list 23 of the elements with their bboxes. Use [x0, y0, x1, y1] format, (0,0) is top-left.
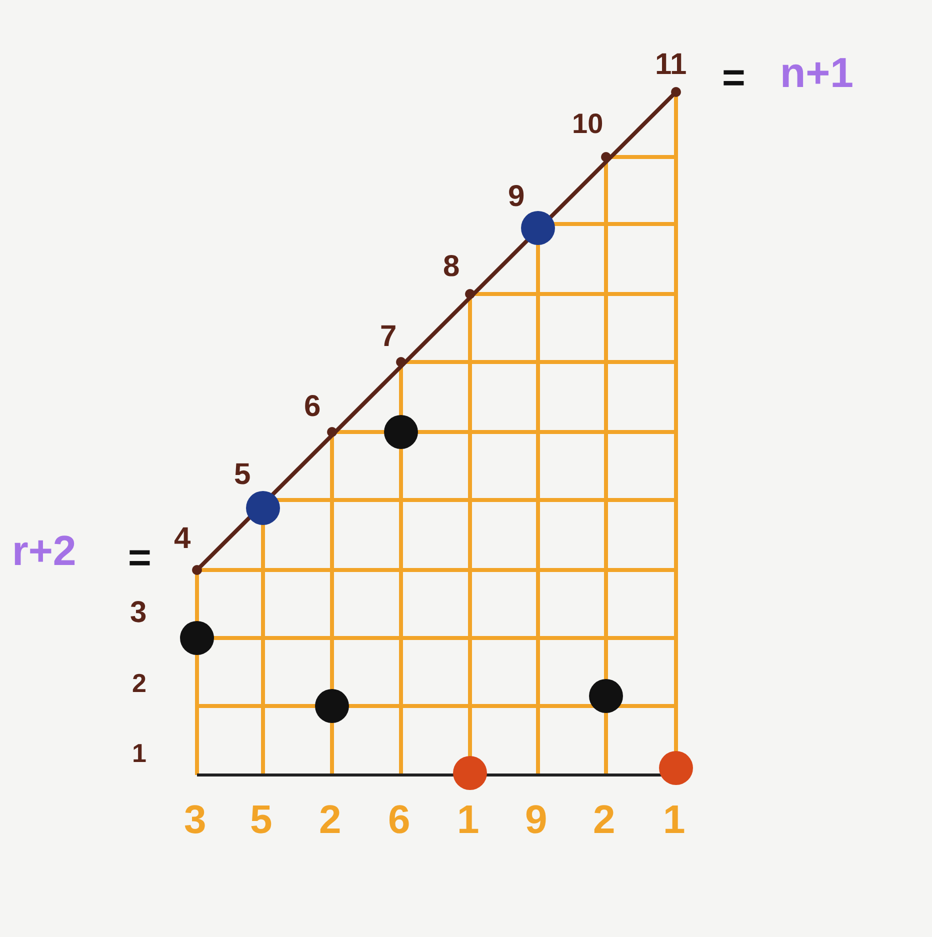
point-number: 10 — [572, 110, 604, 138]
equals-sign: = — [128, 538, 152, 578]
point-number: 11 — [655, 50, 687, 80]
point-number: 8 — [443, 252, 460, 282]
column-value: 2 — [593, 800, 616, 840]
point-number: 7 — [380, 322, 397, 352]
row-number: 3 — [130, 598, 147, 628]
point-number: 5 — [234, 460, 251, 490]
row-number: 1 — [132, 740, 146, 766]
row-number: 2 — [132, 670, 146, 696]
column-value: 5 — [250, 800, 272, 840]
point-number: 6 — [304, 392, 321, 422]
formula-label: r+2 — [12, 530, 76, 572]
point-number: 9 — [508, 182, 525, 212]
column-value: 2 — [319, 800, 342, 840]
column-value: 1 — [457, 800, 480, 840]
column-value: 1 — [663, 800, 686, 840]
equals-sign: = — [722, 58, 746, 98]
point-number: 4 — [174, 524, 191, 554]
column-value: 3 — [184, 800, 206, 840]
column-value: 6 — [388, 800, 410, 840]
formula-label: n+1 — [780, 52, 854, 94]
column-value: 9 — [525, 800, 548, 840]
